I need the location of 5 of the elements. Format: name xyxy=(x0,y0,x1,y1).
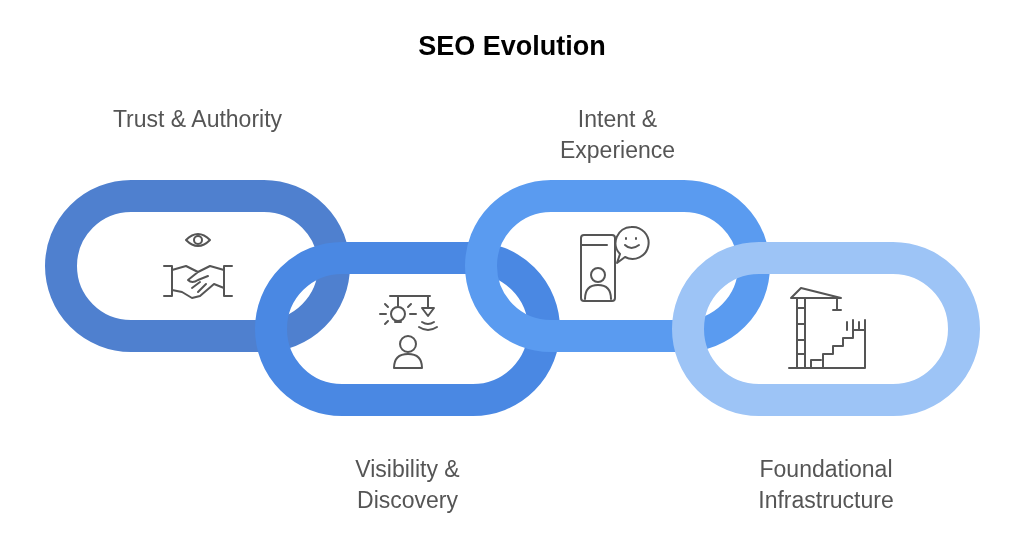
diagram-title: SEO Evolution xyxy=(418,30,606,63)
link-label: Trust & Authority xyxy=(112,105,283,134)
link-label: Intent & Experience xyxy=(558,105,677,165)
link-label: Foundational Infrastructure xyxy=(757,455,895,515)
link-label: Visibility & Discovery xyxy=(354,455,461,515)
